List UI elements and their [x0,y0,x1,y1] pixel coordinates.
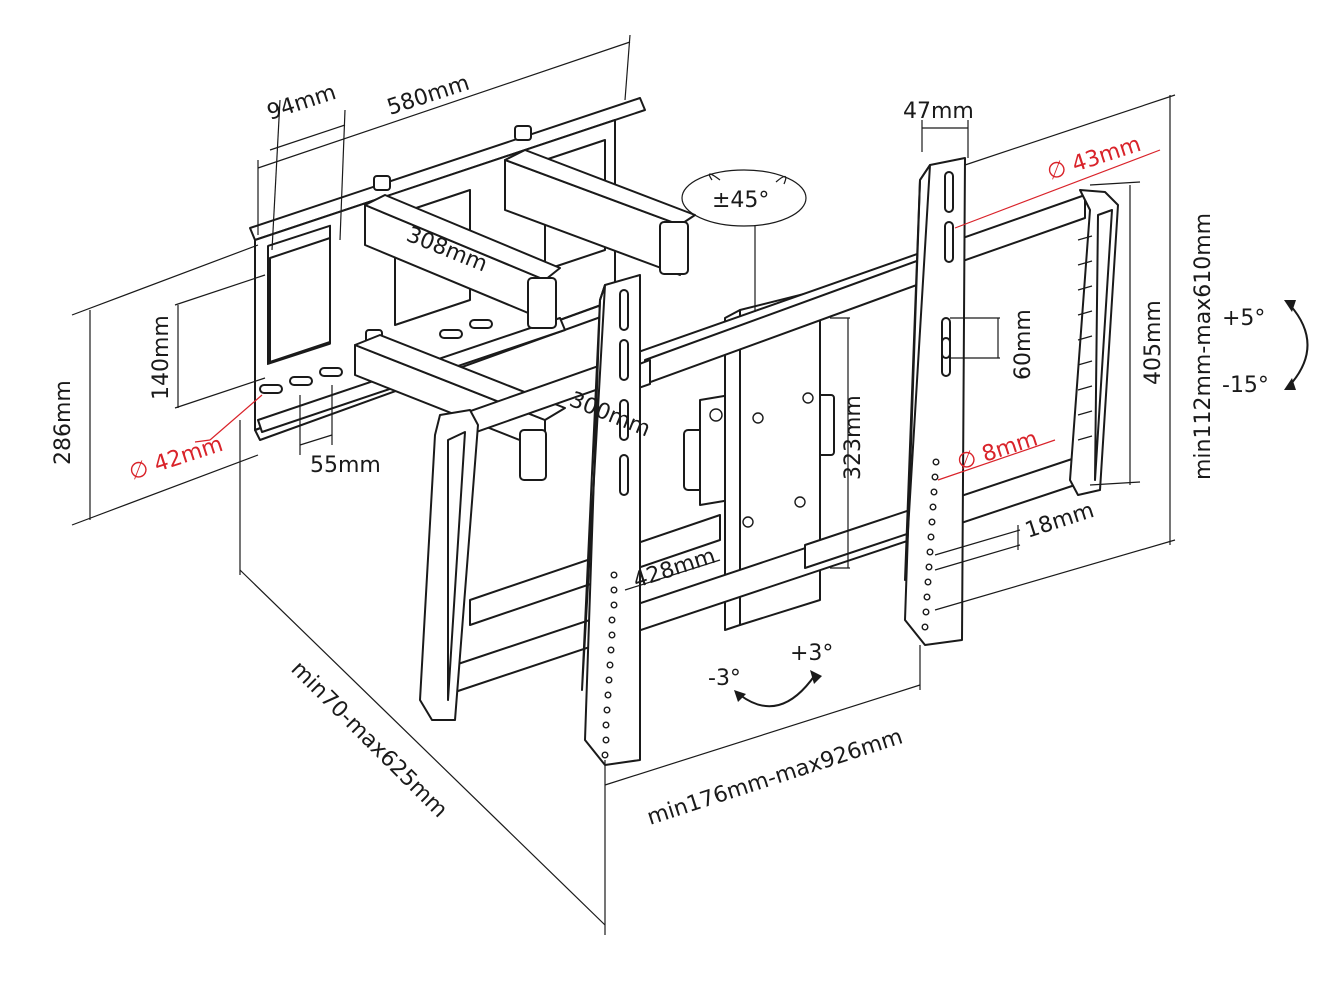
tilt-arrow-icon [1289,304,1309,386]
left-rail-frame [419,409,479,721]
label-roll-plus: +3° [790,641,833,666]
vertical-bracket-right [904,157,966,646]
label-tilt-up: +5° [1222,306,1265,331]
label-plate-width: 580mm [384,71,472,121]
label-plate-slot-height: 140mm [149,315,174,400]
label-center-plate-height: 323mm [841,395,866,480]
roll-arrow-icon [739,674,816,708]
label-bracket-slot-gap: 60mm [1011,309,1036,380]
label-tilt-down: -15° [1222,373,1269,398]
label-bracket-hole-diameter: ∅ 8mm [954,426,1041,475]
label-plate-hole-diameter: ∅ 42mm [126,432,226,486]
swing-arms [354,149,835,506]
label-swivel: ±45° [712,188,769,213]
label-bracket-slot-diameter: ∅ 43mm [1044,132,1144,186]
vertical-bracket-left [581,274,641,766]
label-bracket-width: 47mm [903,99,974,124]
label-bracket-hole-pitch: 18mm [1022,498,1097,544]
label-plate-height: 286mm [51,380,76,465]
label-roll-minus: -3° [708,666,741,691]
red-leaders [194,149,1161,481]
dimension-lines [71,34,1176,935]
center-plate [724,289,821,631]
right-rail-frame [1069,189,1119,496]
label-plate-slot-offset: 94mm [264,80,339,126]
label-vertical-range: min112mm-max610mm [1191,213,1216,480]
label-horizontal-range: min176mm-max926mm [644,724,906,830]
label-plate-slot-spacing: 55mm [310,453,381,478]
label-rail-height: 405mm [1141,300,1166,385]
rotation-arrows [681,169,1309,708]
